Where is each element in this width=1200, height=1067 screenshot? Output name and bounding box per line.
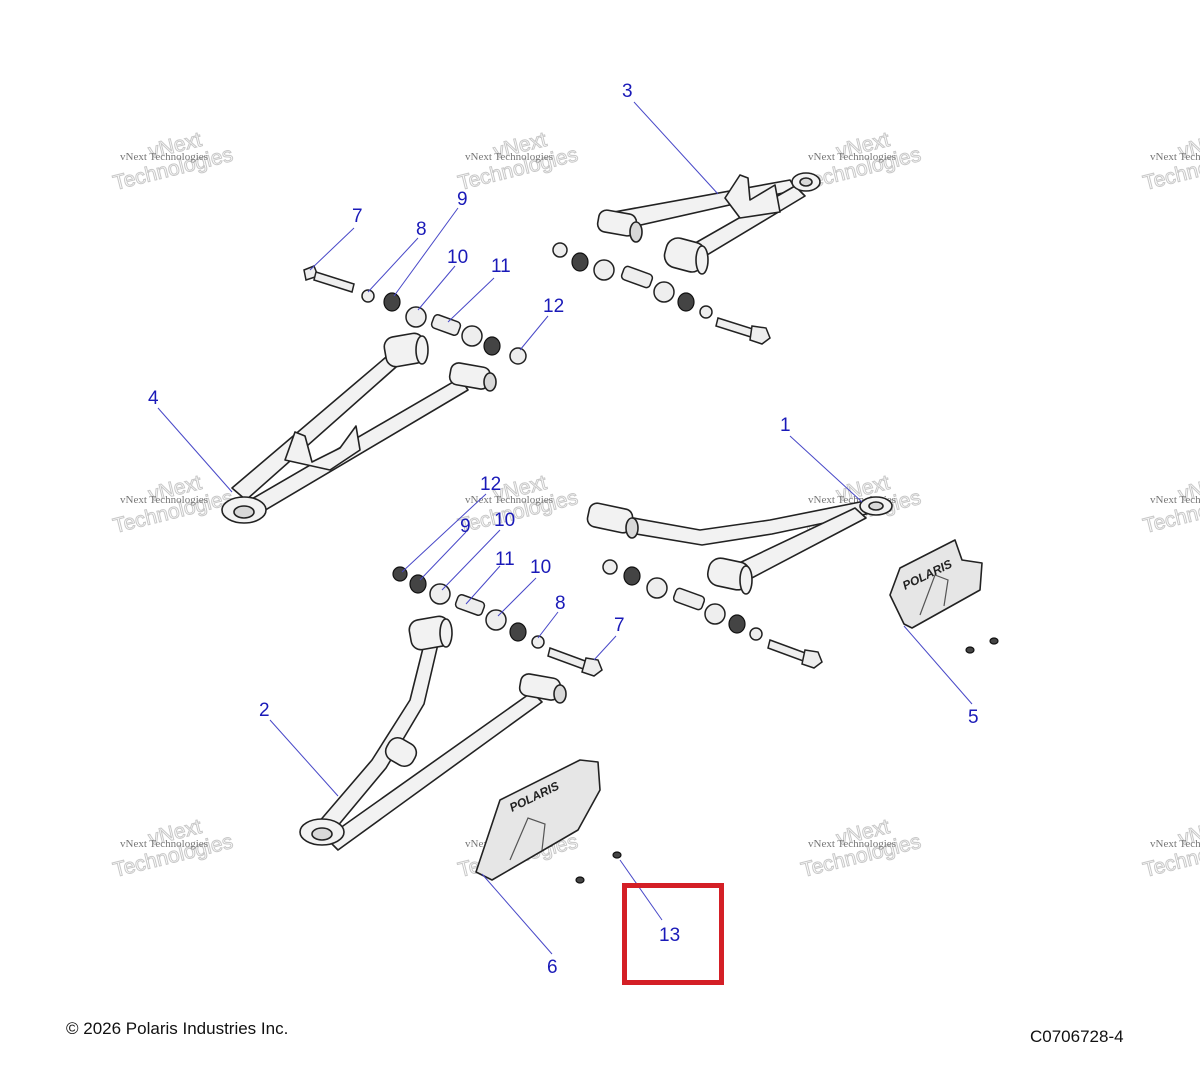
callout-5[interactable]: 5 xyxy=(968,707,979,728)
callout-1[interactable]: 1 xyxy=(780,415,791,436)
callout-4[interactable]: 4 xyxy=(148,388,159,409)
callout-2[interactable]: 2 xyxy=(259,700,270,721)
hardware-row-lower-right[interactable] xyxy=(602,559,823,669)
callout-6[interactable]: 6 xyxy=(547,957,558,978)
callout-11[interactable]: 11 xyxy=(495,549,515,570)
callout-13[interactable]: 13 xyxy=(659,925,680,946)
svg-text:vNext Technologies: vNext Technologies xyxy=(1150,838,1200,850)
callout-8[interactable]: 8 xyxy=(555,593,566,614)
part-1-lower-a-arm[interactable] xyxy=(586,496,893,595)
watermark: Technologies vNext vNext Technologies xyxy=(798,815,924,883)
callout-11[interactable]: 11 xyxy=(491,256,511,277)
callout-7[interactable]: 7 xyxy=(614,615,625,636)
callout-8[interactable]: 8 xyxy=(416,219,427,240)
callout-10[interactable]: 10 xyxy=(447,247,468,268)
svg-text:vNext Technologies: vNext Technologies xyxy=(465,151,553,163)
svg-text:vNext Technologies: vNext Technologies xyxy=(120,494,208,506)
watermark: Technologies vNext vNext Technologies xyxy=(110,128,236,196)
watermark: Technologies vNext vNext Technologies xyxy=(1140,815,1200,883)
callout-10[interactable]: 10 xyxy=(494,510,515,531)
svg-text:vNext Technologies: vNext Technologies xyxy=(465,494,553,506)
callout-7[interactable]: 7 xyxy=(352,206,363,227)
watermark: Technologies vNext vNext Technologies xyxy=(1140,128,1200,196)
svg-text:vNext Technologies: vNext Technologies xyxy=(808,838,896,850)
part-5-guard-plate[interactable]: POLARIS xyxy=(889,539,999,654)
drawing-id: C0706728-4 xyxy=(1030,1027,1124,1046)
callout-12[interactable]: 12 xyxy=(480,474,501,495)
part-3-upper-a-arm[interactable] xyxy=(596,172,821,275)
watermark: Technologies vNext vNext Technologies xyxy=(110,471,236,539)
svg-text:vNext Technologies: vNext Technologies xyxy=(1150,151,1200,163)
copyright-text: © 2026 Polaris Industries Inc. xyxy=(66,1019,289,1038)
svg-text:vNext Technologies: vNext Technologies xyxy=(120,151,208,163)
hardware-row-upper-right[interactable] xyxy=(552,242,771,345)
hardware-row-lower-left[interactable] xyxy=(392,566,603,677)
callout-9[interactable]: 9 xyxy=(460,516,471,537)
callout-13-highlight-box xyxy=(622,883,724,985)
svg-text:vNext Technologies: vNext Technologies xyxy=(120,838,208,850)
callout-3[interactable]: 3 xyxy=(622,81,633,102)
hardware-row-upper-left[interactable] xyxy=(303,265,527,365)
part-2-lower-a-arm[interactable] xyxy=(299,615,567,851)
callout-10[interactable]: 10 xyxy=(530,557,551,578)
leader-lines xyxy=(157,101,973,955)
watermark: Technologies vNext vNext Technologies xyxy=(1140,471,1200,539)
callout-9[interactable]: 9 xyxy=(457,189,468,210)
svg-text:vNext Technologies: vNext Technologies xyxy=(808,151,896,163)
callout-12[interactable]: 12 xyxy=(543,296,564,317)
part-6-guard-plate[interactable]: POLARIS xyxy=(475,759,622,884)
svg-text:vNext Technologies: vNext Technologies xyxy=(1150,494,1200,506)
watermark: Technologies vNext vNext Technologies xyxy=(455,128,581,196)
callout-labels: 3 4 1 2 5 6 7 8 9 10 11 12 12 10 9 11 10… xyxy=(148,81,979,978)
part-4-upper-a-arm[interactable] xyxy=(221,332,497,524)
watermark: Technologies vNext vNext Technologies xyxy=(110,815,236,883)
